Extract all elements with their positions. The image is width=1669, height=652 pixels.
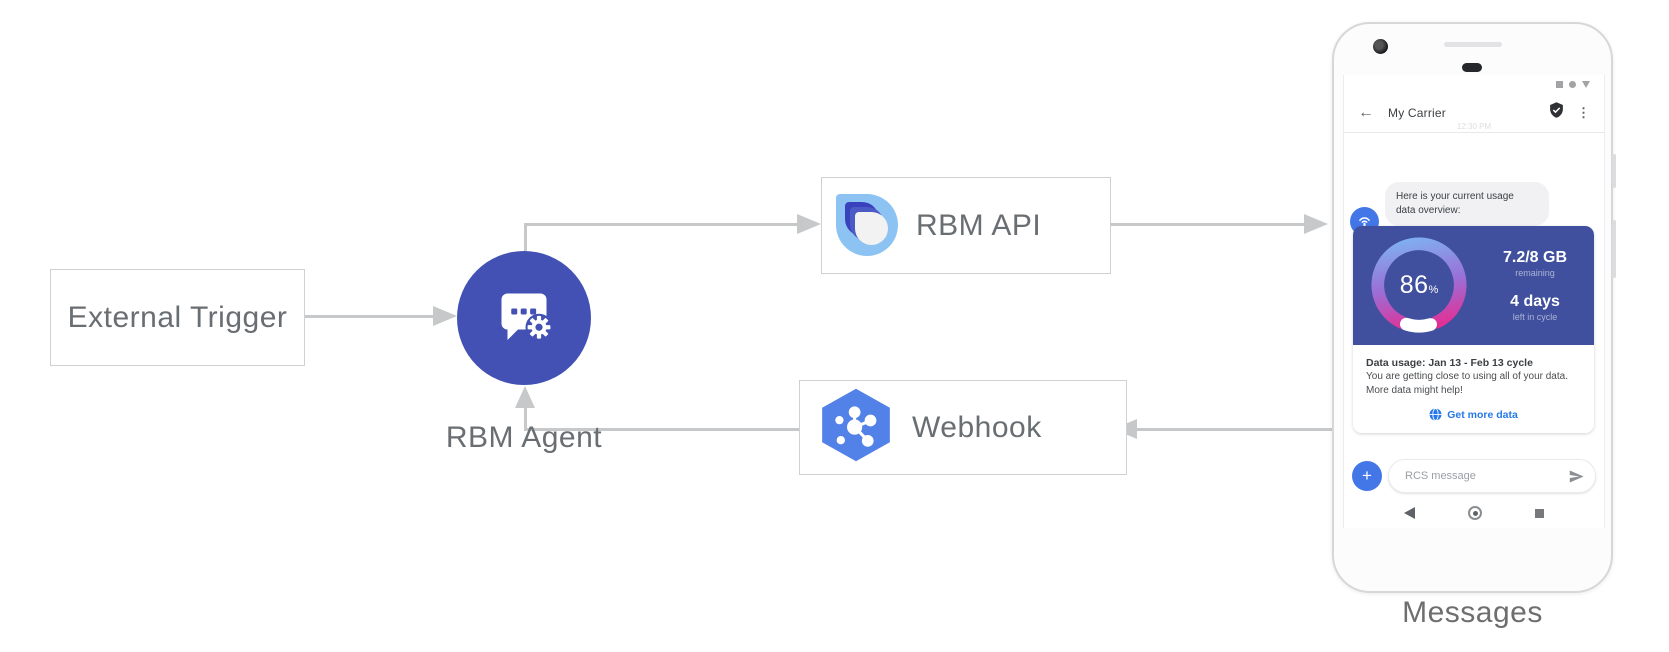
webhook-box: Webhook xyxy=(799,380,1127,475)
rbm-api-label: RBM API xyxy=(916,208,1042,242)
connector-api-to-phone xyxy=(1095,223,1305,226)
back-arrow-icon[interactable]: ← xyxy=(1358,103,1374,121)
connector-agent-up xyxy=(524,223,527,252)
external-trigger-box: External Trigger xyxy=(50,269,305,366)
get-more-data-action[interactable]: Get more data xyxy=(1366,408,1581,421)
connector-webhook-return xyxy=(524,428,799,431)
gauge-percent-symbol: % xyxy=(1428,283,1439,296)
arrowhead-webhook-to-agent xyxy=(515,386,535,408)
speaker-slot xyxy=(1444,42,1502,47)
send-icon[interactable] xyxy=(1568,468,1585,485)
connector-phone-to-webhook xyxy=(1137,428,1333,431)
data-remaining-caption: remaining xyxy=(1515,267,1555,278)
globe-icon xyxy=(1429,408,1442,421)
arrowhead-api-to-phone xyxy=(1304,214,1328,234)
status-circle-icon xyxy=(1569,81,1576,88)
rcs-message-input[interactable] xyxy=(1403,469,1568,483)
gauge-percent-value: 86 xyxy=(1399,270,1429,299)
attach-plus-button[interactable]: + xyxy=(1352,461,1382,491)
usage-card-text-2: More data might help! xyxy=(1366,385,1463,396)
header-divider xyxy=(1344,132,1604,133)
bubble-line-1: Here is your current usage xyxy=(1396,191,1514,202)
days-left-caption: left in cycle xyxy=(1512,311,1558,322)
webhook-label: Webhook xyxy=(912,410,1042,444)
usage-rich-card: 86 % 7.2/8 GB remaining 4 days left in c… xyxy=(1353,226,1594,433)
phone-mockup: ← My Carrier ⋮ 12:30 PM xyxy=(1332,22,1616,593)
connector-agent-to-api xyxy=(524,223,798,226)
verified-shield-icon xyxy=(1548,101,1565,124)
usage-card-title: Data usage: Jan 13 - Feb 13 cycle xyxy=(1366,357,1533,369)
usage-stats: 7.2/8 GB remaining 4 days left in cycle xyxy=(1476,226,1594,345)
front-camera xyxy=(1373,39,1388,54)
message-input-pill xyxy=(1388,459,1596,493)
status-triangle-icon xyxy=(1582,81,1590,88)
gauge-percent: 86 % xyxy=(1370,236,1468,334)
bubble-line-2: data overview: xyxy=(1396,205,1461,216)
chat-gear-icon xyxy=(488,280,560,357)
status-square-icon xyxy=(1556,81,1563,88)
cloud-hexagon-icon xyxy=(814,387,898,468)
compose-bar: + xyxy=(1352,459,1596,493)
rbm-agent-node xyxy=(457,251,591,385)
arrowhead-trigger-to-agent xyxy=(433,306,457,326)
rbm-agent-label: RBM Agent xyxy=(445,421,603,454)
usage-card-body: Data usage: Jan 13 - Feb 13 cycle You ar… xyxy=(1353,345,1594,433)
nav-home-icon[interactable] xyxy=(1468,506,1482,520)
android-nav-bar xyxy=(1344,499,1604,527)
rbm-api-box: RBM API xyxy=(821,177,1111,274)
overflow-menu-icon[interactable]: ⋮ xyxy=(1577,104,1590,120)
external-trigger-label: External Trigger xyxy=(67,300,288,334)
rbm-api-logo-icon xyxy=(836,193,902,258)
conversation-title: My Carrier xyxy=(1388,105,1446,120)
conversation-header: ← My Carrier ⋮ xyxy=(1344,93,1604,132)
connector-trigger-to-agent xyxy=(303,315,434,318)
power-button[interactable] xyxy=(1612,154,1616,188)
status-bar xyxy=(1556,81,1590,88)
usage-gauge-panel: 86 % 7.2/8 GB remaining 4 days left in c… xyxy=(1353,226,1594,345)
volume-button[interactable] xyxy=(1612,220,1616,278)
nav-recents-icon[interactable] xyxy=(1535,508,1544,518)
timestamp: 12:30 PM xyxy=(1456,122,1492,131)
nav-back-icon[interactable] xyxy=(1404,507,1415,519)
usage-card-text-1: You are getting close to using all of yo… xyxy=(1366,371,1568,382)
days-left-value: 4 days xyxy=(1510,292,1560,310)
messages-app-label: Messages xyxy=(1402,596,1543,629)
arrowhead-agent-to-api xyxy=(797,214,821,234)
connector-webhook-up xyxy=(524,405,527,431)
get-more-data-label: Get more data xyxy=(1447,408,1518,421)
chat-bubble: Here is your current usage data overview… xyxy=(1385,182,1549,226)
earpiece xyxy=(1462,63,1482,72)
phone-screen: ← My Carrier ⋮ 12:30 PM xyxy=(1343,75,1605,528)
agent-message-row: Here is your current usage data overview… xyxy=(1350,182,1549,236)
usage-donut-gauge: 86 % xyxy=(1370,236,1468,334)
data-remaining-value: 7.2/8 GB xyxy=(1502,248,1568,266)
